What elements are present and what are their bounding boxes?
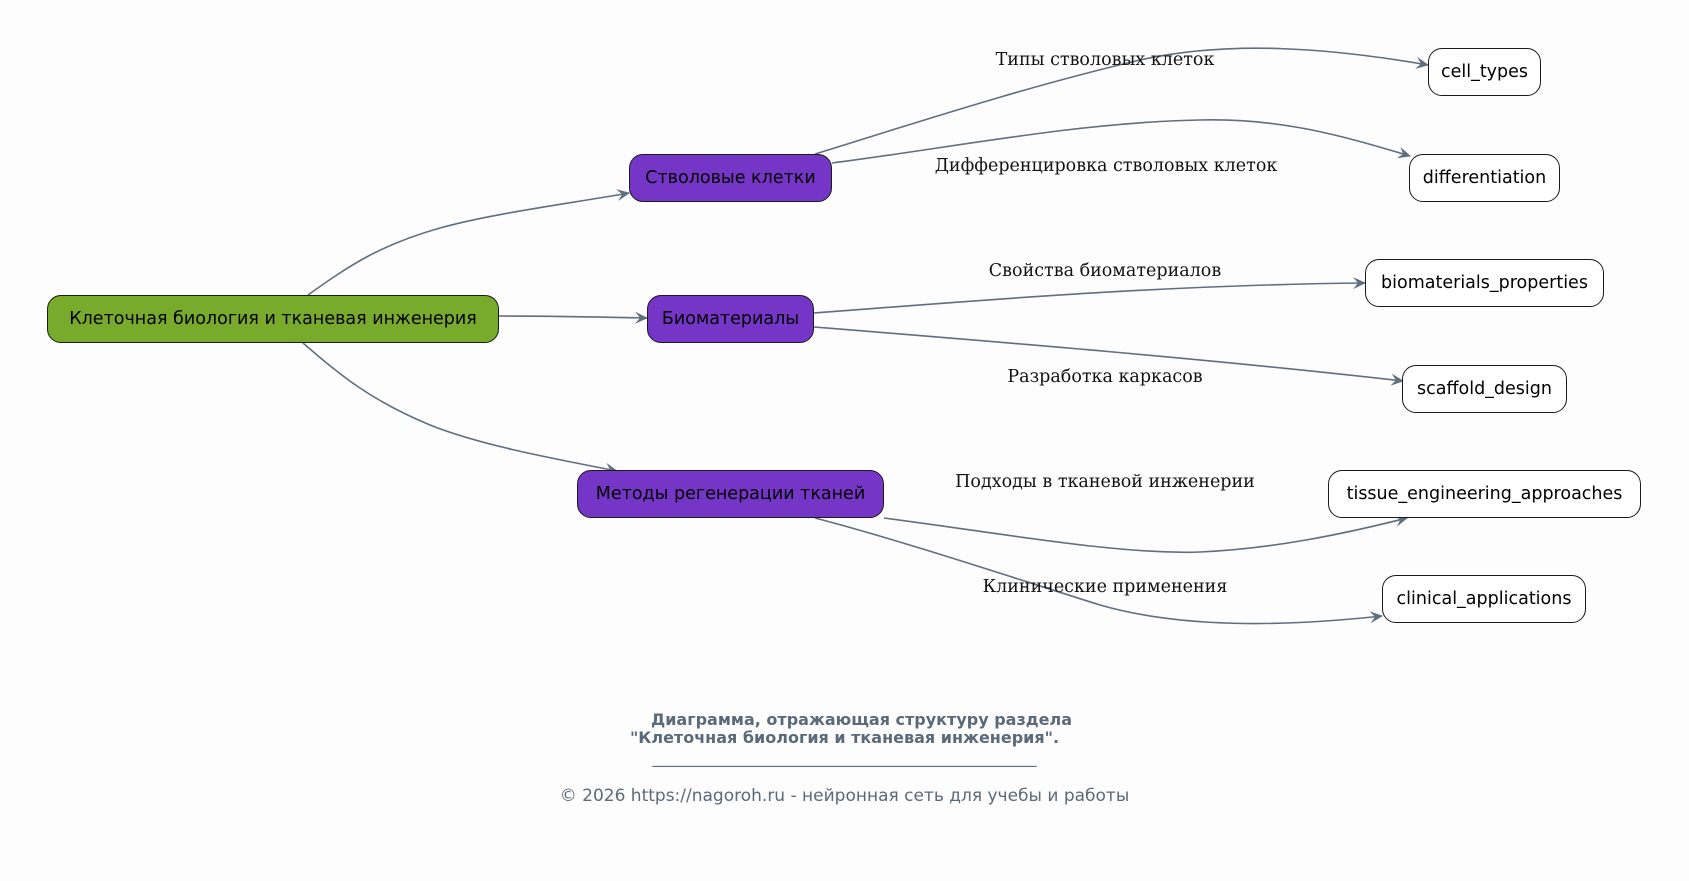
edge-label-tissue-engineering-approaches: Подходы в тканевой инженерии — [955, 472, 1255, 492]
edge-root-bio — [498, 311, 648, 324]
leaf-node-tissue-engineering-approaches[interactable]: tissue_engineering_approaches — [1328, 470, 1641, 518]
edge-regen-tissue_engineering_approaches — [883, 515, 1408, 554]
branch-node-biomaterials[interactable]: Биоматериалы — [647, 295, 814, 343]
edge-label-clinical-applications: Клинические применения — [982, 577, 1228, 597]
root-node[interactable]: Клеточная биология и тканевая инженерия — [47, 295, 499, 343]
edge-label-cell-types: Типы стволовых клеток — [995, 50, 1215, 70]
edge-stem-cell_types — [814, 47, 1429, 155]
edge-label-scaffold-design: Разработка каркасов — [1007, 367, 1203, 387]
caption-divider: ________________________________________… — [652, 748, 1037, 767]
edge-label-differentiation: Дифференцировка стволовых клеток — [934, 156, 1278, 176]
edge-root-regen — [302, 342, 618, 475]
caption-title-line1: Диаграмма, отражающая структуру раздела — [650, 710, 1073, 729]
edge-label-biomaterials-properties: Свойства биоматериалов — [988, 261, 1222, 281]
edge-stem-differentiation — [831, 119, 1411, 164]
edge-regen-clinical_applications — [814, 517, 1383, 625]
caption-title-line2: "Клеточная биология и тканевая инженерия… — [629, 728, 1060, 747]
leaf-node-biomaterials-properties[interactable]: biomaterials_properties — [1365, 259, 1604, 307]
edge-bio-scaffold_design — [813, 326, 1404, 386]
caption-title: Диаграмма, отражающая структуру раздела … — [0, 711, 1689, 747]
leaf-node-cell-types[interactable]: cell_types — [1428, 48, 1541, 96]
leaf-node-clinical-applications[interactable]: clinical_applications — [1382, 575, 1586, 623]
leaf-node-differentiation[interactable]: differentiation — [1409, 154, 1560, 202]
leaf-node-scaffold-design[interactable]: scaffold_design — [1402, 365, 1567, 413]
branch-node-stem-cells[interactable]: Стволовые клетки — [629, 154, 832, 202]
copyright-text: © 2026 https://nagoroh.ru - нейронная се… — [559, 786, 1130, 806]
edge-bio-biomaterials_properties — [813, 277, 1366, 314]
edge-root-stem — [307, 189, 630, 296]
branch-node-regeneration-methods[interactable]: Методы регенерации тканей — [577, 470, 884, 518]
